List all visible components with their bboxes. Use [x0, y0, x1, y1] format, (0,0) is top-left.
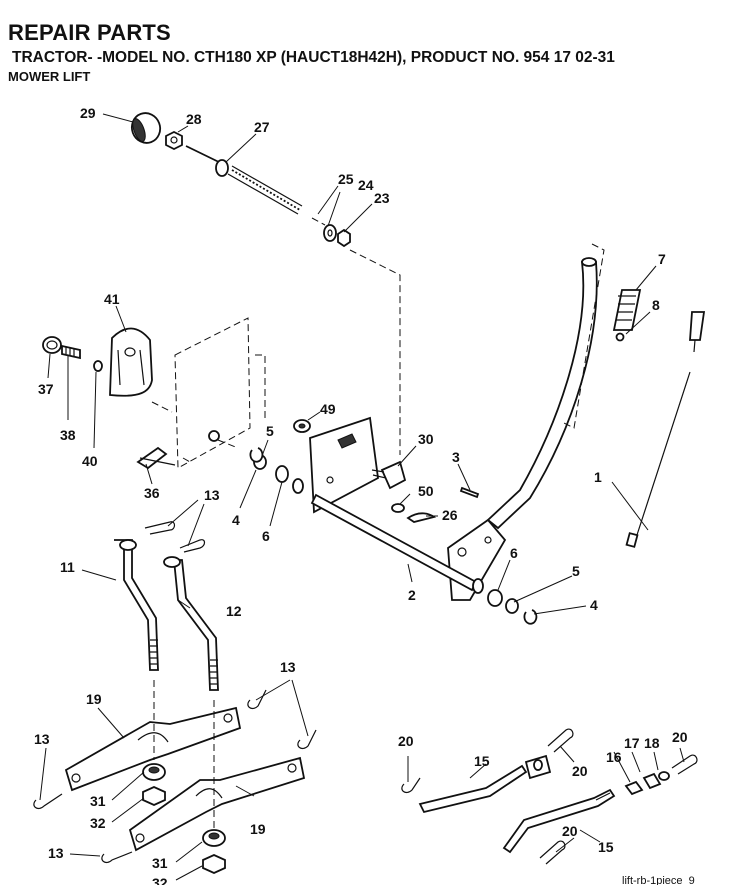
callout-13-bottom: 13: [48, 845, 64, 861]
callout-labels: 29 28 27 25 24 23 7 8 41 37 38 40 49 5 3…: [34, 105, 688, 885]
drawing-ref: lift-rb-1piece_9: [622, 875, 695, 885]
callout-19-upper: 19: [86, 691, 102, 707]
callout-40: 40: [82, 453, 98, 469]
callout-26: 26: [442, 507, 458, 523]
callout-37: 37: [38, 381, 54, 397]
callout-49: 49: [320, 401, 336, 417]
hairpin-clip-part: [401, 728, 698, 865]
callout-7: 7: [658, 251, 666, 267]
lift-shaft-part: [292, 416, 484, 594]
washer-part: [93, 360, 103, 372]
lift-link-left-part: [114, 539, 159, 671]
hairpin-clip-part: [406, 512, 437, 523]
leader-dash: [182, 439, 239, 463]
cable-washer-part: [293, 419, 311, 433]
callout-6-lower: 6: [510, 545, 518, 561]
nut-part: [165, 130, 183, 151]
callout-16: 16: [606, 749, 622, 765]
callout-2: 2: [408, 587, 416, 603]
callout-20-left: 20: [398, 733, 414, 749]
lift-arm-upper-part: [64, 706, 242, 792]
callout-31-upper: 31: [90, 793, 106, 809]
callout-17: 17: [624, 735, 640, 751]
page-title: REPAIR PARTS: [8, 20, 171, 45]
callout-20-mid: 20: [572, 763, 588, 779]
lift-rod-right-part: [502, 788, 616, 854]
hex-nut-part: [142, 786, 226, 874]
callout-15-upper: 15: [474, 753, 490, 769]
callout-20-bottom: 20: [562, 823, 578, 839]
leader-dash: [139, 457, 176, 466]
callout-32-upper: 32: [90, 815, 106, 831]
model-line: TRACTOR- -MODEL NO. CTH180 XP (HAUCT18H4…: [12, 49, 615, 66]
callout-31-lower: 31: [152, 855, 168, 871]
callout-4-lower: 4: [590, 597, 598, 613]
callout-5-lower: 5: [572, 563, 580, 579]
leader-dash: [153, 680, 215, 830]
hairpin-clip-part: [144, 521, 206, 553]
callout-32-lower: 32: [152, 875, 168, 885]
callout-8: 8: [652, 297, 660, 313]
callout-25: 25: [338, 171, 354, 187]
leader-dash: [311, 217, 326, 226]
leader-dash: [349, 249, 401, 455]
threaded-rod-part: [185, 145, 303, 215]
trunnion-part: [371, 460, 407, 490]
callout-30: 30: [418, 431, 434, 447]
pivot-plate-part: [109, 327, 153, 397]
leader-lines: [39, 113, 685, 881]
spring-rod-part: [625, 311, 706, 548]
bushing-part: [142, 763, 226, 847]
callout-11: 11: [60, 559, 75, 575]
bolt-head-part: [42, 336, 62, 354]
washer-part: [323, 224, 337, 242]
e-ring-part: [249, 447, 538, 625]
callout-5-upper: 5: [266, 423, 274, 439]
callout-3: 3: [452, 449, 460, 465]
grip-part: [612, 289, 642, 342]
callout-20-right: 20: [672, 729, 688, 745]
knob-part: [130, 112, 162, 144]
callout-27: 27: [254, 119, 270, 135]
callout-13-top: 13: [204, 487, 220, 503]
lock-nut-part: [337, 228, 351, 248]
lift-handle-part: [447, 257, 598, 601]
callout-6-upper: 6: [262, 528, 270, 544]
callout-18: 18: [644, 735, 660, 751]
callout-29: 29: [80, 105, 96, 121]
callout-12: 12: [226, 603, 242, 619]
leader-dash: [151, 401, 173, 413]
callout-13-mid: 13: [280, 659, 296, 675]
lift-rod-left-part: [418, 754, 552, 814]
section-title: MOWER LIFT: [8, 69, 91, 84]
callout-24: 24: [358, 177, 374, 193]
ferrule-part: [624, 771, 670, 796]
stud-part: [208, 430, 220, 442]
callout-13-left: 13: [34, 731, 50, 747]
shoulder-bolt-part: [61, 344, 81, 360]
callout-38: 38: [60, 427, 76, 443]
lift-link-right-part: [163, 556, 219, 691]
hairpin-clip-part: [33, 689, 317, 864]
spring-clip-part: [136, 446, 168, 470]
callout-15-lower: 15: [598, 839, 614, 855]
callout-1: 1: [594, 469, 602, 485]
washer-part: [391, 503, 405, 513]
leader-dash: [561, 243, 605, 429]
washer-part: [275, 465, 503, 607]
callout-41: 41: [104, 291, 120, 307]
callout-50: 50: [418, 483, 434, 499]
pin-part: [459, 486, 480, 499]
leader-dash: [255, 354, 266, 418]
frame-outline: [174, 317, 251, 469]
callout-23: 23: [374, 190, 390, 206]
lift-arm-lower-part: [128, 756, 306, 852]
callout-19-lower: 19: [250, 821, 266, 837]
spring-washer-part: [253, 454, 519, 614]
callout-36: 36: [144, 485, 160, 501]
callout-4-upper: 4: [232, 512, 240, 528]
callout-28: 28: [186, 111, 202, 127]
